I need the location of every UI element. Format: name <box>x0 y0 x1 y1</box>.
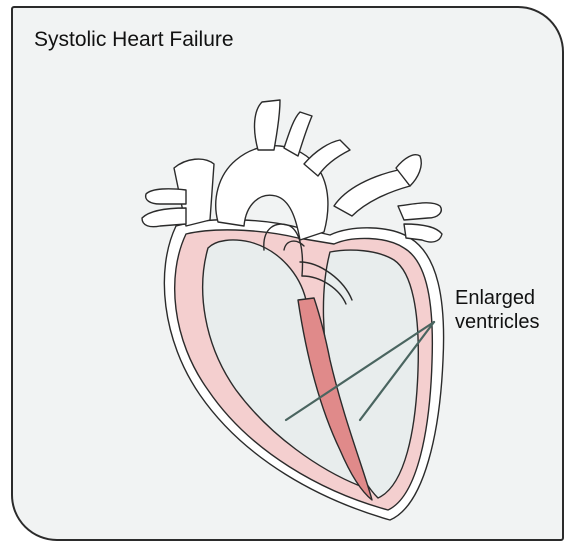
callout-line2: ventricles <box>455 310 539 334</box>
pulmonary-vein-left-upper <box>146 189 186 204</box>
pulmonary-vein-right-upper <box>398 203 441 220</box>
callout-line1: Enlarged <box>455 286 539 310</box>
callout-label: Enlarged ventricles <box>455 286 539 334</box>
brachiocephalic-artery <box>255 100 280 150</box>
pulmonary-vein-left-lower <box>142 208 186 227</box>
carotid-artery <box>284 112 312 156</box>
subclavian-artery <box>304 140 350 176</box>
